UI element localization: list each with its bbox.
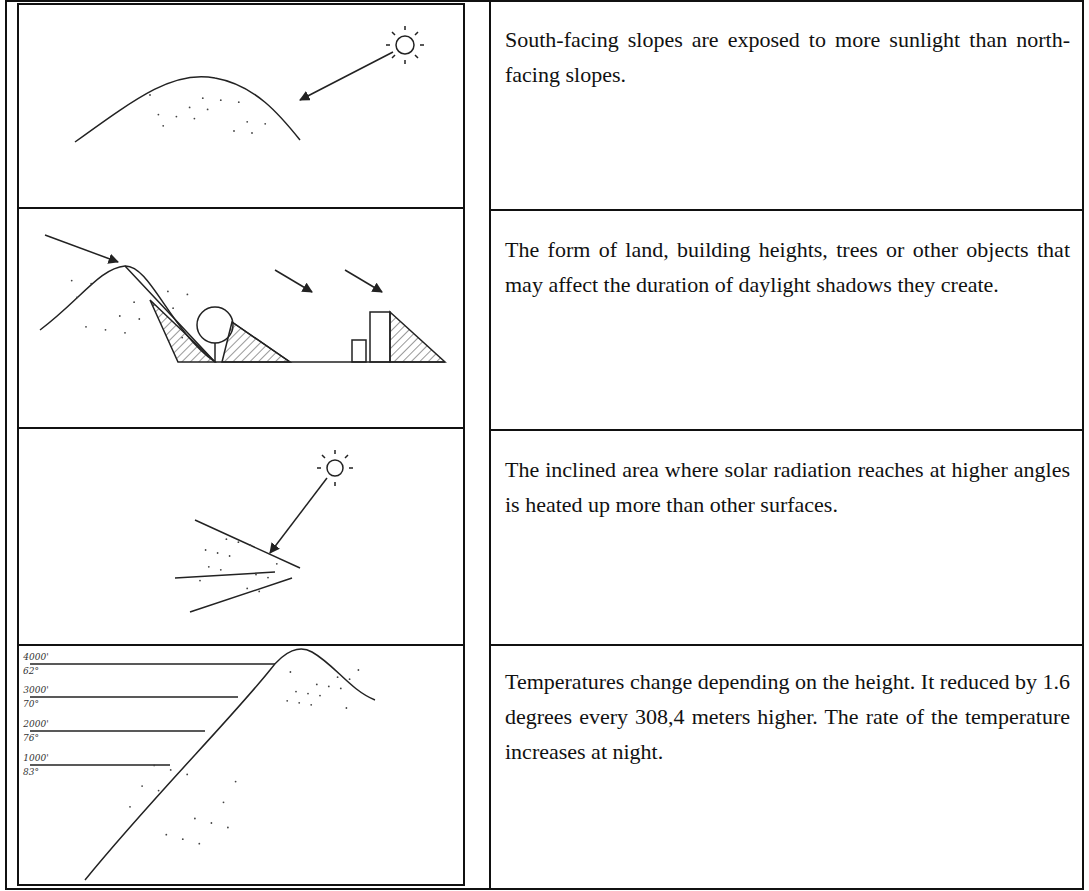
stipple-dot	[238, 101, 240, 103]
stipple-dot	[233, 130, 235, 132]
stipple-dot	[105, 329, 107, 331]
height-label: 1000'	[22, 753, 50, 763]
stipple-dot	[295, 691, 297, 693]
temperature-label: 70°	[22, 699, 40, 709]
stipple-dot	[207, 109, 209, 111]
stipple-dot	[235, 781, 237, 783]
stipple-dot	[187, 294, 189, 296]
table-grid	[6, 1, 1083, 889]
table-cell: South-facing slopes are exposed to more …	[505, 22, 1070, 92]
stipple-dot	[71, 280, 73, 282]
stipple	[71, 94, 360, 845]
stipple-dot	[170, 769, 172, 771]
stipple-dot	[307, 693, 309, 695]
stipple-dot	[211, 822, 213, 824]
stipple-dot	[153, 765, 155, 767]
stipple-dot	[186, 774, 188, 776]
stipple-dot	[337, 676, 339, 678]
stipple-dot	[251, 132, 253, 134]
stipple-dot	[319, 695, 321, 697]
stipple-dot	[220, 569, 222, 571]
height-label: 2000'	[22, 719, 50, 729]
stipple-dot	[176, 116, 178, 118]
stipple-dot	[162, 125, 164, 127]
stipple-dot	[246, 588, 248, 590]
stipple-dot	[264, 123, 266, 125]
stipple-dot	[358, 669, 360, 671]
table-cell: The inclined area where solar radiation …	[505, 452, 1070, 522]
stipple-dot	[172, 307, 174, 309]
stipple-dot	[181, 337, 183, 339]
stipple-dot	[258, 591, 260, 593]
stipple-dot	[229, 555, 231, 557]
stipple-dot	[340, 688, 342, 690]
stipple-dot	[165, 834, 167, 836]
stipple-dot	[167, 291, 169, 293]
stipple-dot	[349, 678, 351, 680]
stipple-dot	[158, 114, 160, 116]
table-cell: The form of land, building heights, tree…	[505, 232, 1070, 302]
stipple-dot	[346, 707, 348, 709]
stipple-dot	[189, 107, 191, 109]
stipple-dot	[85, 326, 87, 328]
stipple-dot	[133, 301, 135, 303]
stipple-dot	[158, 790, 160, 792]
stipple-dot	[153, 304, 155, 306]
stipple-dot	[226, 538, 228, 540]
temperature-label: 83°	[22, 767, 40, 777]
stipple-dot	[298, 702, 300, 704]
stipple-dot	[182, 838, 184, 840]
stipple-dot	[310, 704, 312, 706]
stipple-dot	[316, 684, 318, 686]
sketch-strokes	[30, 26, 445, 880]
temperature-label: 62°	[22, 666, 40, 676]
stipple-dot	[276, 563, 278, 565]
stipple-dot	[246, 121, 248, 123]
stipple-dot	[194, 118, 196, 120]
stipple-dot	[217, 552, 219, 554]
stipple-dot	[198, 843, 200, 845]
stipple-dot	[124, 332, 126, 334]
stipple-dot	[286, 700, 288, 702]
stipple-dot	[255, 574, 257, 576]
stipple-dot	[129, 806, 131, 808]
stipple-dot	[250, 544, 252, 546]
stipple-dot	[208, 566, 210, 568]
stipple-dot	[202, 97, 204, 99]
stipple-dot	[90, 283, 92, 285]
stipple-dot	[290, 671, 292, 673]
stipple-dot	[199, 580, 201, 582]
stipple-dot	[194, 818, 196, 820]
height-label: 4000'	[22, 652, 50, 662]
stipple-dot	[119, 315, 121, 317]
stipple-dot	[138, 318, 140, 320]
temperature-label: 76°	[22, 733, 40, 743]
stipple-dot	[141, 785, 143, 787]
stipple-dot	[220, 99, 222, 101]
stipple-dot	[76, 297, 78, 299]
table-cell: Temperatures change depending on the hei…	[505, 664, 1070, 769]
stipple-dot	[267, 577, 269, 579]
stipple-dot	[227, 827, 229, 829]
stipple-dot	[149, 94, 151, 96]
stipple-dot	[223, 801, 225, 803]
stipple-dot	[328, 686, 330, 688]
stipple-dot	[205, 549, 207, 551]
stipple-dot	[238, 541, 240, 543]
height-label: 3000'	[22, 685, 50, 695]
